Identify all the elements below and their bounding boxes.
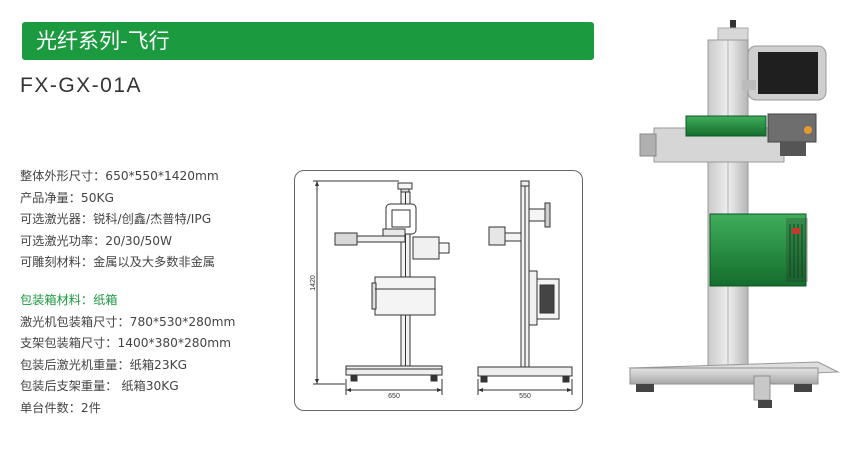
dimension-drawing: 1420 650 550 (294, 170, 583, 411)
dim-height-label: 1420 (310, 275, 317, 291)
spec-laser-source: 可选激光器：锐科/创鑫/杰普特/IPG (20, 212, 212, 226)
model-number: FX-GX-01A (20, 74, 143, 97)
spec-laser-power: 可选激光功率：20/30/50W (20, 233, 173, 248)
dim-front-width-label: 650 (388, 393, 400, 400)
packaging-stand-weight: 包装后支架重量： 纸箱30KG (20, 379, 179, 393)
dimension-drawing-svg: 1420 650 550 (310, 180, 573, 400)
packaging-laser-box-size: 激光机包装箱尺寸：780*530*280mm (20, 314, 236, 329)
spec-net-weight: 产品净量：50KG (20, 190, 114, 205)
packaging-heading: 包装箱材料：纸箱 (20, 293, 118, 307)
series-title-banner: 光纤系列-飞行 (22, 22, 594, 60)
packaging-stand-box-size: 支架包装箱尺寸：1400*380*280mm (20, 336, 231, 350)
packaging-laser-weight: 包装后激光机重量：纸箱23KG (20, 357, 188, 372)
product-render (618, 18, 848, 418)
packaging-list: 包装箱材料：纸箱 激光机包装箱尺寸：780*530*280mm 支架包装箱尺寸：… (20, 290, 235, 419)
spec-dimensions: 整体外形尺寸：650*550*1420mm (20, 169, 219, 183)
spec-list: 整体外形尺寸：650*550*1420mm 产品净量：50KG 可选激光器：锐科… (20, 166, 219, 274)
dim-side-width-label: 550 (519, 393, 531, 400)
machine-illustration (628, 20, 840, 408)
spec-materials: 可雕刻材料：金属以及大多数非金属 (20, 255, 215, 269)
series-title: 光纤系列-飞行 (36, 29, 170, 53)
packaging-piece-count: 单台件数：2件 (20, 400, 101, 415)
